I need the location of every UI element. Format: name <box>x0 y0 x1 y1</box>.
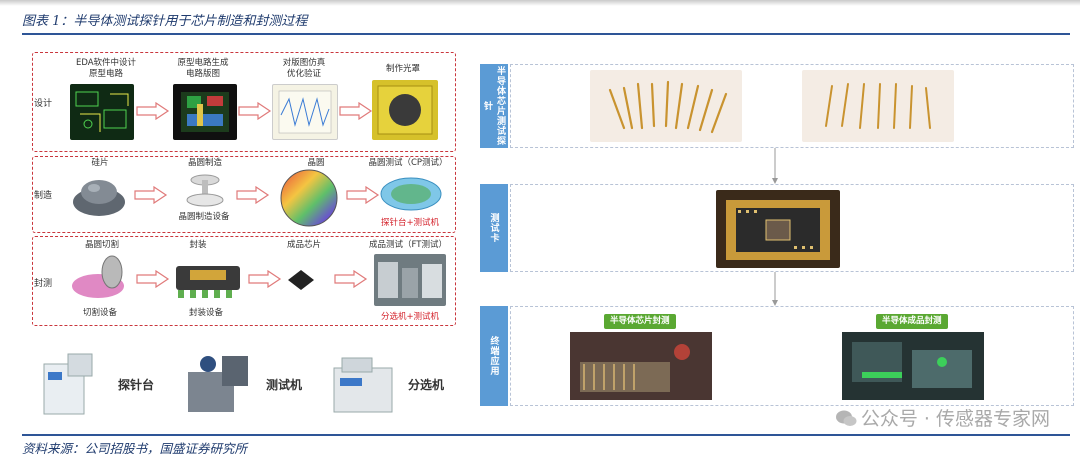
wafer-prober-image <box>378 172 444 214</box>
wechat-icon <box>835 410 857 426</box>
eda-circuit-image <box>70 84 134 140</box>
process-flow-panel: 设计 EDA软件中设计原型电路 原型电路生成电路版图 对版图仿真优化验证 制作光… <box>28 50 460 428</box>
tester-label: 测试机 <box>266 378 303 392</box>
handler-label: 分选机 <box>408 378 445 392</box>
wafer-image <box>272 168 346 228</box>
watermark: 公众号 · 传感器专家网 <box>835 404 1050 431</box>
source-note: 资料来源：公司招股书，国盛证券研究所 <box>22 441 248 456</box>
dicing-image <box>68 254 134 302</box>
handler-machine-image <box>328 352 398 418</box>
manufacture-row-label: 制造 <box>34 191 53 201</box>
package-image <box>168 256 248 302</box>
top-rule <box>22 33 1070 35</box>
wafer-fab-equipment-image <box>180 172 230 210</box>
silicon-label: 硅片 <box>91 158 109 168</box>
chip-packaging-tag: 半导体芯片封测 <box>604 314 676 329</box>
probe-card-box <box>510 184 1074 272</box>
top-cutoff-strip <box>0 0 1080 6</box>
packaging-arrow-2 <box>248 270 282 288</box>
packaging-arrow-3 <box>334 270 368 288</box>
photomask-image <box>372 80 438 140</box>
dicing-equipment-label: 切割设备 <box>82 308 117 318</box>
ft-test-floor-image <box>374 254 446 306</box>
manufacture-arrow-2 <box>236 186 270 204</box>
packaging-row-label: 封测 <box>34 279 53 289</box>
probe-application-panel: 半导体芯片测试探针 <box>480 50 1074 428</box>
design-step-1-label: EDA软件中设计原型电路 <box>75 58 137 79</box>
prober-machine-image <box>38 350 100 418</box>
design-step-3-label: 对版图仿真优化验证 <box>282 58 326 79</box>
ft-test-label: 成品测试（FT测试） <box>369 240 447 250</box>
design-arrow-2 <box>238 102 272 120</box>
design-step-4-label: 制作光罩 <box>385 64 420 74</box>
tab-test-probe: 半导体芯片测试探针 <box>480 64 508 148</box>
finished-chip-label: 成品芯片 <box>286 240 321 250</box>
simulation-waveform-image <box>272 84 338 140</box>
dicing-label: 晶圆切割 <box>84 240 119 250</box>
design-row <box>32 52 456 152</box>
finished-product-photo <box>842 332 984 400</box>
probe-box <box>510 64 1074 148</box>
figure-caption: 图表 1：半导体测试探针用于芯片制造和封测过程 <box>22 14 308 29</box>
chip-packaging-photo <box>570 332 712 400</box>
tab-end-use: 终端应用 <box>480 306 508 406</box>
prober-label: 探针台 <box>118 378 155 392</box>
prober-tester-label: 探针台+测试机 <box>380 218 440 228</box>
design-arrow-3 <box>339 102 373 120</box>
wafer-fab-label: 晶圆制造 <box>187 158 222 168</box>
handler-tester-label: 分选机+测试机 <box>380 312 440 322</box>
packaging-equipment-label: 封装设备 <box>188 308 223 318</box>
silicon-ingot-image <box>68 172 130 220</box>
design-arrow-1 <box>136 102 170 120</box>
bottom-rule <box>22 434 1070 436</box>
probe-photo-2 <box>802 70 954 142</box>
finished-chip-image <box>286 268 316 292</box>
manufacture-arrow-3 <box>346 186 380 204</box>
packaging-arrow-1 <box>136 270 170 288</box>
layout-image <box>173 84 237 140</box>
cp-test-label: 晶圆测试（CP测试） <box>368 158 448 168</box>
probe-card-photo <box>716 190 840 268</box>
end-use-box <box>510 306 1074 406</box>
design-step-2-label: 原型电路生成电路版图 <box>177 58 229 79</box>
wafer-label: 晶圆 <box>307 158 325 168</box>
design-row-label: 设计 <box>34 99 53 109</box>
tester-machine-image <box>178 350 256 418</box>
down-arrow-2 <box>772 272 778 306</box>
packaging-row <box>32 236 456 326</box>
finished-product-tag: 半导体成品封测 <box>876 314 948 329</box>
watermark-text: 公众号 · 传感器专家网 <box>860 408 1050 430</box>
manufacture-row <box>32 156 456 233</box>
wafer-fab-equipment-label: 晶圆制造设备 <box>178 212 230 222</box>
tab-probe-card: 测试卡 <box>480 184 508 272</box>
packaging-label: 封装 <box>189 240 207 250</box>
probe-photo-1 <box>590 70 742 142</box>
manufacture-arrow-1 <box>134 186 168 204</box>
down-arrow-1 <box>772 148 778 184</box>
